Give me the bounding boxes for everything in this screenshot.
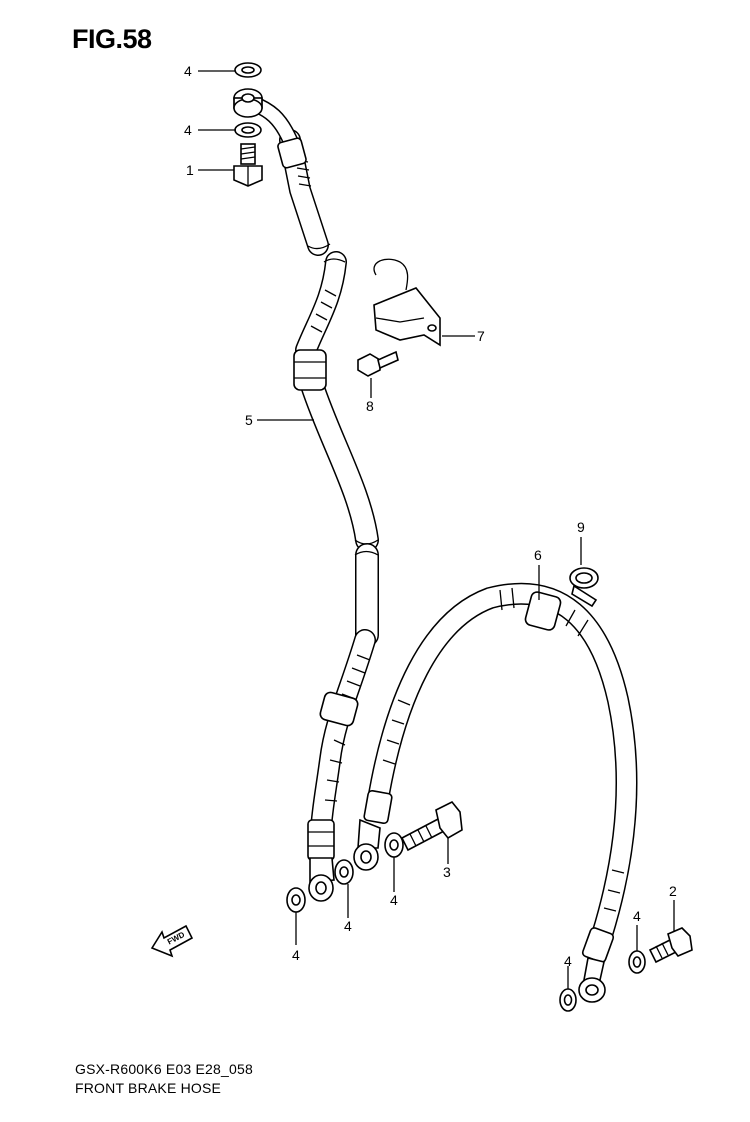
washer-bottom-b[interactable] [334,859,354,885]
top-banjo-eye[interactable] [233,88,263,118]
union-bolt-right[interactable] [648,927,693,964]
callout-4-right-a: 4 [564,953,572,969]
bracket-bolt[interactable] [357,350,399,377]
callout-3: 3 [443,864,451,880]
washer-bottom-c[interactable] [384,832,404,858]
washer-right-a[interactable] [559,988,577,1012]
union-bolt-center[interactable] [400,800,463,852]
callout-4-right-b: 4 [633,908,641,924]
washer-top-upper[interactable] [234,62,262,78]
callout-5: 5 [245,412,253,428]
callout-4-bottom-b: 4 [344,918,352,934]
callout-9: 9 [577,519,585,535]
union-bolt-top[interactable] [233,143,263,187]
banjo-eye-lower-center[interactable] [353,818,381,871]
washer-top-lower[interactable] [234,122,262,138]
diagram-caption: FRONT BRAKE HOSE [75,1080,222,1096]
figure-title: FIG.58 [72,24,152,54]
callouts: 4 4 1 5 7 8 9 6 3 4 4 4 2 4 4 [184,63,677,969]
banjo-eye-lower-left[interactable] [308,857,335,902]
washer-right-b[interactable] [628,950,646,974]
callout-8: 8 [366,398,374,414]
washer-bottom-a[interactable] [286,887,306,913]
callout-4-mid-washer: 4 [184,122,192,138]
hose-clamp[interactable] [569,567,599,608]
fwd-arrow-icon: FWD [150,924,194,958]
callout-6: 6 [534,547,542,563]
lower-brake-hose[interactable] [363,582,638,963]
callout-4-bottom-c: 4 [390,892,398,908]
callout-2: 2 [669,883,677,899]
hose-bracket[interactable] [373,258,441,347]
callout-4-top-washer: 4 [184,63,192,79]
callout-7: 7 [477,328,485,344]
model-code: GSX-R600K6 E03 E28_058 [75,1061,253,1077]
banjo-eye-lower-right[interactable] [578,957,606,1003]
callout-1: 1 [186,162,194,178]
callout-4-bottom-a: 4 [292,947,300,963]
leader-lines [198,70,675,989]
upper-brake-hose[interactable] [244,95,379,861]
